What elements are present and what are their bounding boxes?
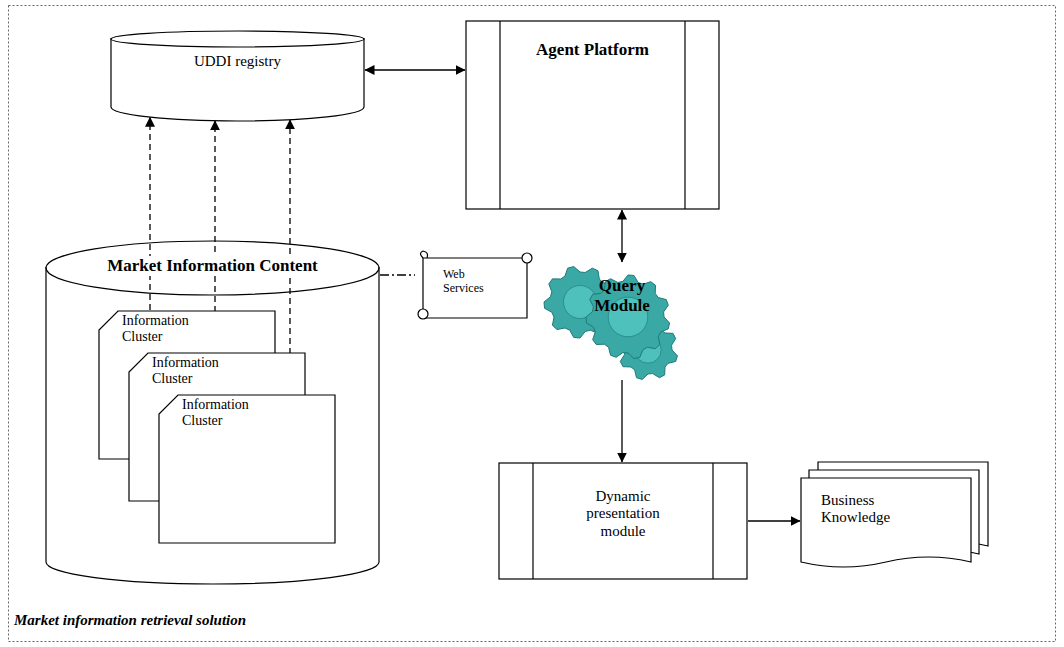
cluster-doc: Information Cluster bbox=[158, 394, 336, 544]
node-label: UDDI registry bbox=[194, 53, 281, 70]
text-holder: Market Information Content bbox=[45, 256, 380, 276]
node-label: Business Knowledge bbox=[821, 492, 911, 527]
query-gears: Query Module bbox=[530, 262, 695, 380]
figure-caption: Market information retrieval solution bbox=[14, 612, 246, 629]
connector bbox=[748, 520, 800, 521]
node-label: Information Cluster bbox=[152, 355, 242, 387]
connector bbox=[621, 210, 622, 262]
text-holder: Web Services bbox=[443, 268, 505, 296]
platform-box: Agent Platform bbox=[465, 20, 720, 210]
content-cylinder: Market Information ContentInformation Cl… bbox=[45, 240, 380, 585]
node-label: Market Information Content bbox=[104, 256, 321, 276]
node-label: Dynamic presentation module bbox=[568, 488, 678, 540]
presentation-box: Dynamic presentation module bbox=[498, 462, 748, 580]
registry-cylinder: UDDI registry bbox=[110, 30, 365, 122]
node-label: Agent Platform bbox=[536, 40, 649, 60]
connector bbox=[380, 274, 415, 275]
outer-border bbox=[9, 6, 1056, 642]
text-holder: Information Cluster bbox=[182, 397, 272, 429]
node-label: Information Cluster bbox=[182, 397, 272, 429]
node-label: Web Services bbox=[443, 268, 505, 296]
text-holder: Dynamic presentation module bbox=[568, 488, 678, 540]
caption-box: Market information retrieval solution bbox=[14, 612, 246, 629]
text-holder: Business Knowledge bbox=[821, 492, 911, 527]
text-holder: UDDI registry bbox=[110, 52, 365, 70]
text-holder: Information Cluster bbox=[152, 355, 242, 387]
document-stack: Business Knowledge bbox=[800, 462, 990, 572]
node-label: Information Cluster bbox=[122, 313, 212, 345]
text-holder: Information Cluster bbox=[122, 313, 212, 345]
connector bbox=[621, 380, 622, 462]
text-holder: Agent Platform bbox=[465, 40, 720, 60]
node-label: Query Module bbox=[582, 276, 662, 315]
connector bbox=[365, 69, 465, 70]
registry-cylinder-outline bbox=[110, 30, 365, 122]
text-holder: Query Module bbox=[582, 276, 662, 315]
connector bbox=[149, 117, 150, 310]
service-scroll: Web Services bbox=[415, 250, 535, 322]
